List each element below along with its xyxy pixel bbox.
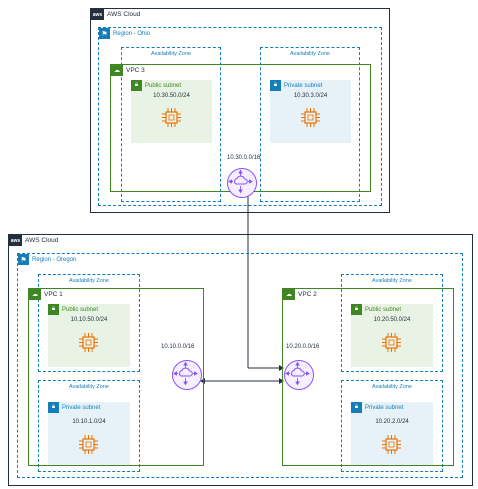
transit-gateway-vpc3 bbox=[227, 168, 257, 198]
region-header: ⚑ Region - Ohio bbox=[99, 28, 381, 39]
region-oregon: ⚑ Region - Oregon bbox=[17, 253, 463, 478]
ec2-instance-icon bbox=[301, 108, 320, 127]
vpc-title: VPC 3 bbox=[126, 67, 145, 74]
public-subnet-vpc3: 🔒︎ Public subnet 10.30.50.0/24 bbox=[131, 80, 212, 143]
az-title: Availability Zone bbox=[372, 278, 412, 284]
vpc-1: ☁ VPC 1 bbox=[28, 288, 204, 466]
lock-icon: 🔒︎ bbox=[270, 80, 281, 91]
transit-gateway-vpc1 bbox=[172, 360, 202, 390]
lock-icon: 🔒︎ bbox=[351, 402, 362, 413]
subnet-title: Private subnet bbox=[62, 404, 101, 411]
aws-cloud-bottom: aws AWS Cloud bbox=[8, 234, 473, 486]
arrowhead-vpc2 bbox=[279, 365, 284, 371]
cloud-header: aws AWS Cloud bbox=[91, 9, 389, 20]
region-title: Region - Oregon bbox=[32, 256, 77, 263]
ec2-instance-icon bbox=[382, 435, 401, 454]
arrowhead-vpc2-b bbox=[279, 378, 284, 384]
lock-icon: 🔒︎ bbox=[131, 80, 142, 91]
vpc-header: ☁ VPC 1 bbox=[29, 289, 203, 300]
availability-zone-left: Availability Zone bbox=[121, 47, 221, 202]
availability-zone-vpc1-top: Availability Zone bbox=[38, 274, 140, 372]
lock-icon: 🔒︎ bbox=[48, 402, 59, 413]
tgw-cidr-label: 10.20.0.0/16 bbox=[286, 344, 320, 350]
vpc-icon: ☁ bbox=[29, 289, 41, 300]
ec2-instance-icon bbox=[382, 333, 401, 352]
az-title: Availability Zone bbox=[69, 384, 109, 390]
ec2-instance-icon bbox=[162, 108, 181, 127]
subnet-cidr: 10.20.2.0/24 bbox=[375, 419, 409, 425]
subnet-title: Public subnet bbox=[365, 306, 402, 313]
availability-zone-vpc2-top: Availability Zone bbox=[341, 274, 443, 372]
subnet-cidr: 10.10.1.0/24 bbox=[72, 419, 106, 425]
az-title: Availability Zone bbox=[151, 51, 191, 57]
cloud-title: AWS Cloud bbox=[107, 11, 141, 18]
ec2-instance-icon bbox=[79, 333, 98, 352]
aws-cloud-icon: aws bbox=[91, 9, 104, 20]
tgw-cidr-label: 10.10.0.0/16 bbox=[161, 344, 195, 350]
transit-gateway-icon bbox=[285, 361, 310, 386]
availability-zone-vpc1-bottom: Availability Zone bbox=[38, 380, 140, 472]
transit-gateway-icon bbox=[228, 169, 253, 194]
region-flag-icon: ⚑ bbox=[99, 28, 110, 39]
vpc-icon: ☁ bbox=[111, 65, 123, 76]
subnet-title: Private subnet bbox=[284, 82, 323, 89]
subnet-cidr: 10.30.50.0/24 bbox=[153, 93, 190, 99]
tgw-cidr-label: 10.30.0.0/16 bbox=[227, 155, 261, 161]
ec2-instance-icon bbox=[79, 435, 98, 454]
transit-gateway-vpc2 bbox=[284, 360, 314, 390]
vpc-2: ☁ VPC 2 bbox=[282, 288, 454, 466]
region-title: Region - Ohio bbox=[113, 30, 151, 37]
availability-zone-right: Availability Zone bbox=[260, 47, 360, 202]
region-flag-icon: ⚑ bbox=[18, 254, 29, 265]
vpc-title: VPC 1 bbox=[44, 291, 63, 298]
vpc-header: ☁ VPC 2 bbox=[283, 289, 453, 300]
region-header: ⚑ Region - Oregon bbox=[18, 254, 462, 265]
subnet-title: Private subnet bbox=[365, 404, 404, 411]
public-subnet-vpc1: 🔒︎ Public subnet 10.10.50.0/24 bbox=[48, 304, 130, 367]
region-ohio: ⚑ Region - Ohio bbox=[98, 27, 382, 206]
az-title: Availability Zone bbox=[290, 51, 330, 57]
cloud-header: aws AWS Cloud bbox=[9, 235, 472, 246]
subnet-cidr: 10.30.3.0/24 bbox=[293, 93, 328, 99]
az-title: Availability Zone bbox=[372, 384, 412, 390]
lock-icon: 🔒︎ bbox=[48, 304, 59, 315]
cloud-title: AWS Cloud bbox=[25, 237, 59, 244]
lock-icon: 🔒︎ bbox=[351, 304, 362, 315]
transit-gateway-icon bbox=[173, 361, 198, 386]
vpc-header: ☁ VPC 3 bbox=[111, 65, 370, 76]
az-title: Availability Zone bbox=[69, 278, 109, 284]
subnet-title: Public subnet bbox=[145, 82, 182, 89]
vpc-icon: ☁ bbox=[283, 289, 295, 300]
subnet-cidr: 10.10.50.0/24 bbox=[70, 317, 108, 323]
aws-cloud-top: aws AWS Cloud bbox=[90, 8, 390, 213]
private-subnet-vpc1: 🔒︎ Private subnet 10.10.1.0/24 bbox=[48, 402, 130, 465]
subnet-cidr: 10.20.50.0/24 bbox=[373, 317, 411, 323]
subnet-title: Public subnet bbox=[62, 306, 99, 313]
public-subnet-vpc2: 🔒︎ Public subnet 10.20.50.0/24 bbox=[351, 304, 433, 367]
private-subnet-vpc3: 🔒︎ Private subnet 10.30.3.0/24 bbox=[270, 80, 351, 143]
availability-zone-vpc2-bottom: Availability Zone bbox=[341, 380, 443, 472]
private-subnet-vpc2: 🔒︎ Private subnet 10.20.2.0/24 bbox=[351, 402, 433, 465]
vpc-title: VPC 2 bbox=[298, 291, 317, 298]
aws-cloud-icon: aws bbox=[9, 235, 22, 246]
